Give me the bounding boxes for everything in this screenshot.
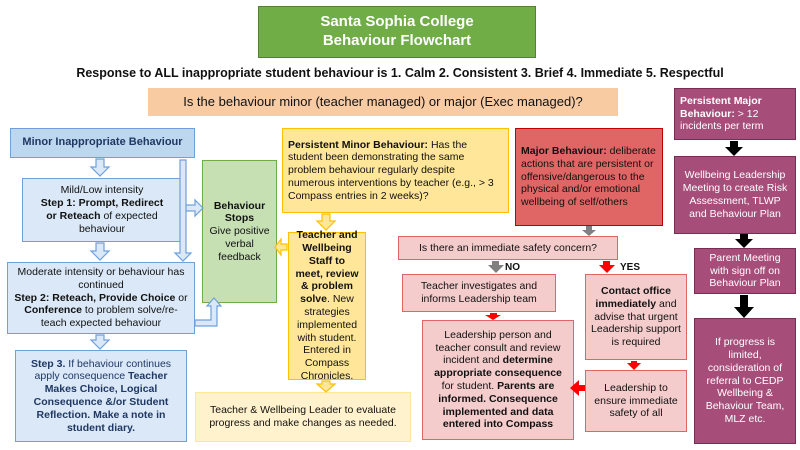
arrow-step2-to-step3 <box>89 334 111 350</box>
flowchart-name: Behaviour Flowchart <box>322 32 472 49</box>
arrow-pmajor-to-meeting <box>725 141 743 156</box>
persistent-minor-box: Persistent Minor Behaviour: Has the stud… <box>282 128 509 213</box>
leadership-consult-box: Leadership person and teacher consult an… <box>422 320 574 440</box>
response-principles: Response to ALL inappropriate student be… <box>76 66 724 80</box>
persistent-minor-lead: Persistent Minor Behaviour: <box>288 138 429 151</box>
behaviour-stops-box: Behaviour Stops Give positive verbal fee… <box>202 160 277 303</box>
step2-intro: Moderate intensity or behaviour has cont… <box>17 266 185 291</box>
flowchart-title: Santa Sophia College Behaviour Flowchart <box>258 6 536 58</box>
step1-intro: Mild/Low intensity <box>60 184 144 197</box>
arrow-major-to-safety <box>582 226 596 236</box>
wellbeing-staff-box: Teacher and Wellbeing Staff to meet, rev… <box>288 229 366 382</box>
teacher-investigates-box: Teacher investigates and informs Leaders… <box>402 274 556 312</box>
consult-d: Parents are informed. Consequence implem… <box>438 380 558 431</box>
contact-rest: and advise that urgent Leadership suppor… <box>591 297 681 349</box>
arrow-safety-yes <box>599 261 615 273</box>
step1-box: Mild/Low intensity Step 1: Prompt, Redir… <box>22 178 182 242</box>
arrow-safety-no <box>488 261 504 273</box>
stops-bold1: Behaviour <box>213 199 266 212</box>
step2-bold1: Step 2: Reteach, Provide Choice <box>14 291 176 304</box>
persistent-minor-text: Has the student been demonstrating the s… <box>288 138 494 202</box>
contact-office-box: Contact office immediately and advise th… <box>585 274 687 360</box>
ensure-safety-box: Leadership to ensure immediate safety of… <box>585 370 687 432</box>
step2-rest: to problem solve/re-teach expected behav… <box>40 304 178 330</box>
stops-rest: Give positive verbal feedback <box>209 225 270 263</box>
arrow-parent-to-referral <box>734 295 754 318</box>
yes-label: YES <box>620 262 640 273</box>
persistent-major-text: > 12 incidents per term <box>680 107 764 133</box>
step3-intro: If behaviour continues apply consequence <box>34 357 172 383</box>
step2-bold2: Conference <box>24 304 83 317</box>
persistent-major-box: Persistent Major Behaviour: > 12 inciden… <box>674 88 796 140</box>
contact-bold: Contact office immediately <box>595 285 671 310</box>
consult-b: determine appropriate consequence <box>434 354 562 380</box>
evaluate-progress-box: Teacher & Wellbeing Leader to evaluate p… <box>195 392 411 442</box>
consult-c: for student. <box>441 380 498 392</box>
step3-bold: Teacher Makes Choice, Logical Consequenc… <box>33 370 169 434</box>
college-name: Santa Sophia College <box>320 13 474 31</box>
wellbeing-action-rest: . New strategies implemented with studen… <box>296 293 358 382</box>
parent-meeting-box: Parent Meeting with sign off on Behaviou… <box>694 248 796 294</box>
arrow-meeting-to-parent <box>735 234 753 248</box>
major-behaviour-box: Major Behaviour: deliberate actions that… <box>515 128 663 226</box>
minor-major-question: Is the behaviour minor (teacher managed)… <box>148 88 618 116</box>
arrow-contact-to-ensure <box>627 361 641 370</box>
step2-box: Moderate intensity or behaviour has cont… <box>7 262 195 334</box>
step3-lead: Step 3. <box>30 357 66 370</box>
step1-rest: of expected behaviour <box>78 210 158 235</box>
stops-bold2: Stops <box>224 212 255 225</box>
arrow-persistent-to-staff <box>315 213 337 231</box>
arrow-step1-to-stops <box>182 198 204 218</box>
arrow-investigate-to-consult <box>485 313 501 320</box>
arrow-step1-to-step2 <box>89 242 111 261</box>
step1-bold1: Step 1: Prompt, Redirect <box>40 197 164 210</box>
step1-bold2: or Reteach <box>46 210 101 222</box>
no-label: NO <box>505 262 520 273</box>
minor-behaviour-heading: Minor Inappropriate Behaviour <box>10 128 195 158</box>
step2-mid: or <box>175 291 188 304</box>
safety-question-box: Is there an immediate safety concern? <box>398 236 618 260</box>
consult-a: Leadership person and teacher consult an… <box>435 328 561 367</box>
major-text: deliberate actions that are persistent o… <box>521 145 656 209</box>
referral-box: If progress is limited, consideration of… <box>694 318 796 444</box>
wellbeing-action-bold: Teacher and Wellbeing Staff to meet, rev… <box>295 229 359 306</box>
wellbeing-meeting-box: Wellbeing Leadership Meeting to create R… <box>674 156 796 234</box>
step3-box: Step 3. If behaviour continues apply con… <box>15 350 187 442</box>
arrow-heading-to-step1 <box>89 158 111 177</box>
persistent-major-lead: Persistent Major Behaviour: <box>680 94 762 120</box>
major-lead: Major Behaviour: <box>521 145 607 157</box>
